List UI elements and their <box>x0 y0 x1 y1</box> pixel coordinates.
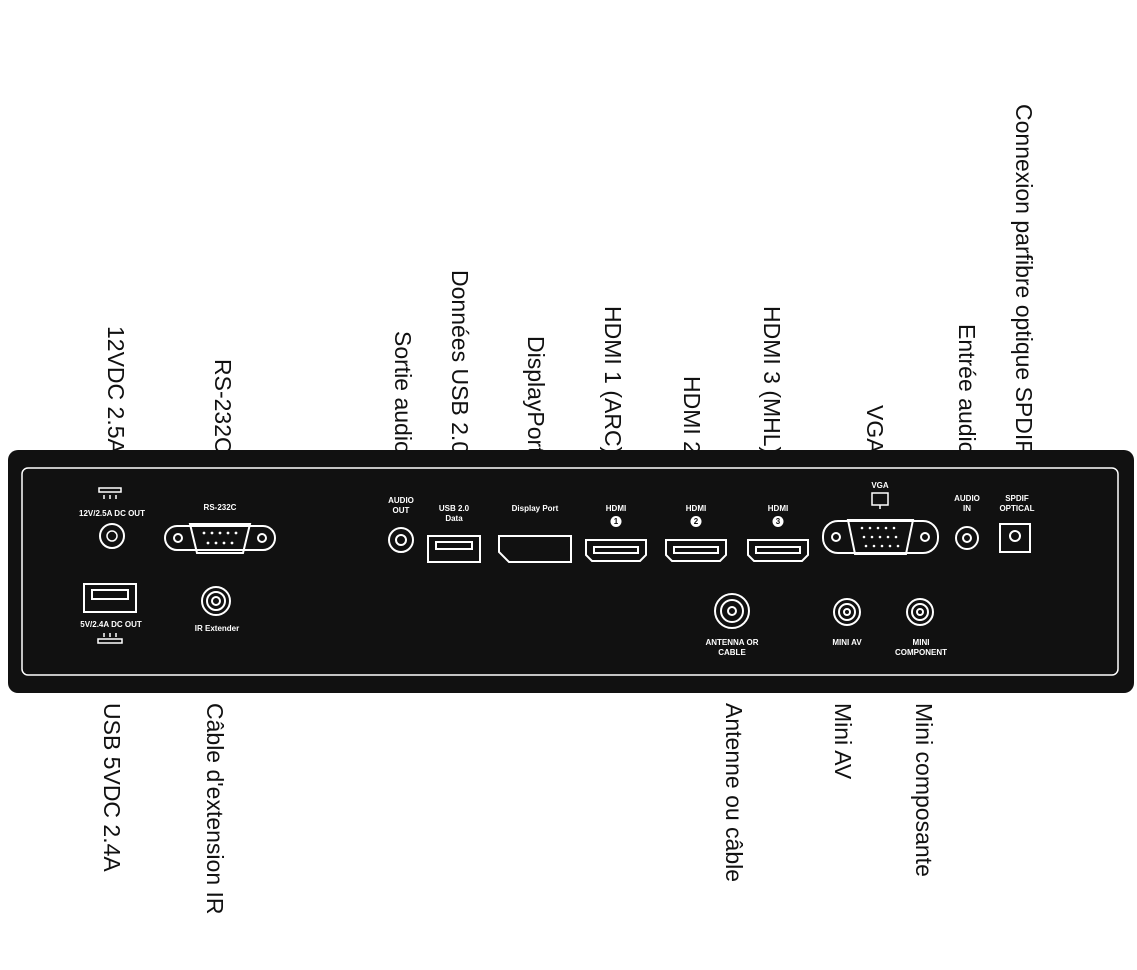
rs232c-pins <box>202 531 238 545</box>
callout-spdif: Connexion parfibre optique SPDIF <box>1011 103 1037 454</box>
vga-monitor-icon <box>871 492 889 509</box>
callout-usb-5v: USB 5VDC 2.4A <box>99 703 125 872</box>
panel-label-audio-in-line2: IN <box>963 504 971 513</box>
callout-hdmi3: HDMI 3 (MHL) <box>759 305 785 454</box>
panel-label-dc-out-5v: 5V/2.4A DC OUT <box>80 620 142 629</box>
mini-component-jack <box>906 598 934 626</box>
vga-pins <box>860 526 900 548</box>
panel-label-mini-av: MINI AV <box>832 638 862 647</box>
ir-extender-jack <box>201 586 231 616</box>
dc-12v-icon <box>98 487 122 499</box>
panel-label-audio-out-line2: OUT <box>392 506 410 515</box>
dc-12v-jack <box>99 523 125 549</box>
callout-rs232c: RS-232C <box>210 359 236 454</box>
panel-label-hdmi1: HDMI <box>605 504 627 513</box>
hdmi1-number-badge: 1 <box>610 516 622 527</box>
callout-ir-cable: Câble d'extension IR <box>202 703 228 915</box>
callout-mini-av: Mini AV <box>830 703 856 780</box>
audio-out-jack <box>388 527 414 553</box>
callout-audio-in: Entrée audio <box>954 323 980 454</box>
panel-label-spdif-line2: OPTICAL <box>999 504 1035 513</box>
hdmi1-port <box>585 539 647 562</box>
hdmi3-number-badge: 3 <box>772 516 784 527</box>
panel-label-hdmi2: HDMI <box>685 504 707 513</box>
usb-5v-heat-icon <box>97 633 123 644</box>
displayport-port <box>498 535 572 563</box>
panel-body <box>8 450 1134 693</box>
rs232c-port <box>164 523 276 554</box>
panel-label-audio-out-line1: AUDIO <box>388 496 414 505</box>
vga-port <box>822 519 939 555</box>
panel-label-mini-component-line1: MINI <box>912 638 930 647</box>
panel-label-spdif-line1: SPDIF <box>1005 494 1029 503</box>
usb-5v-port <box>83 583 137 613</box>
panel-label-antenna-line1: ANTENNA OR <box>705 638 759 647</box>
panel-label-audio-in-line1: AUDIO <box>954 494 980 503</box>
mini-av-jack <box>833 598 861 626</box>
panel-label-vga: VGA <box>871 481 889 490</box>
panel-outline <box>21 467 1119 676</box>
panel-label-usb-line1: USB 2.0 <box>438 504 470 513</box>
panel-label-hdmi3: HDMI <box>767 504 789 513</box>
panel-label-usb-line2: Data <box>445 514 463 523</box>
hdmi2-port <box>665 539 727 562</box>
panel-label-dc-out-12v: 12V/2.5A DC OUT <box>79 509 145 518</box>
panel-label-antenna-line2: CABLE <box>718 648 746 657</box>
panel-label-rs232c: RS-232C <box>203 503 237 512</box>
callout-hdmi1: HDMI 1 (ARC) <box>600 305 626 454</box>
callout-hdmi2: HDMI 2 <box>679 376 705 454</box>
panel-label-displayport: Display Port <box>511 504 559 513</box>
hdmi3-port <box>747 539 809 562</box>
callout-antenna: Antenne ou câble <box>721 703 747 883</box>
audio-in-jack <box>955 526 979 550</box>
callout-audio-out: Sortie audio <box>390 331 416 454</box>
panel-label-ir-extender: IR Extender <box>194 624 240 633</box>
callout-vga: VGA <box>862 405 888 454</box>
callout-12vdc: 12VDC 2.5A <box>103 326 129 454</box>
spdif-optical-port <box>999 523 1031 553</box>
callout-displayport: DisplayPort <box>523 336 549 454</box>
usb-data-port <box>427 535 481 563</box>
callout-mini-component: Mini composante <box>911 703 937 877</box>
callout-usb-data: Données USB 2.0 <box>447 269 473 454</box>
hdmi2-number-badge: 2 <box>690 516 702 527</box>
antenna-cable-jack <box>714 593 750 629</box>
panel-label-mini-component-line2: COMPONENT <box>895 648 947 657</box>
